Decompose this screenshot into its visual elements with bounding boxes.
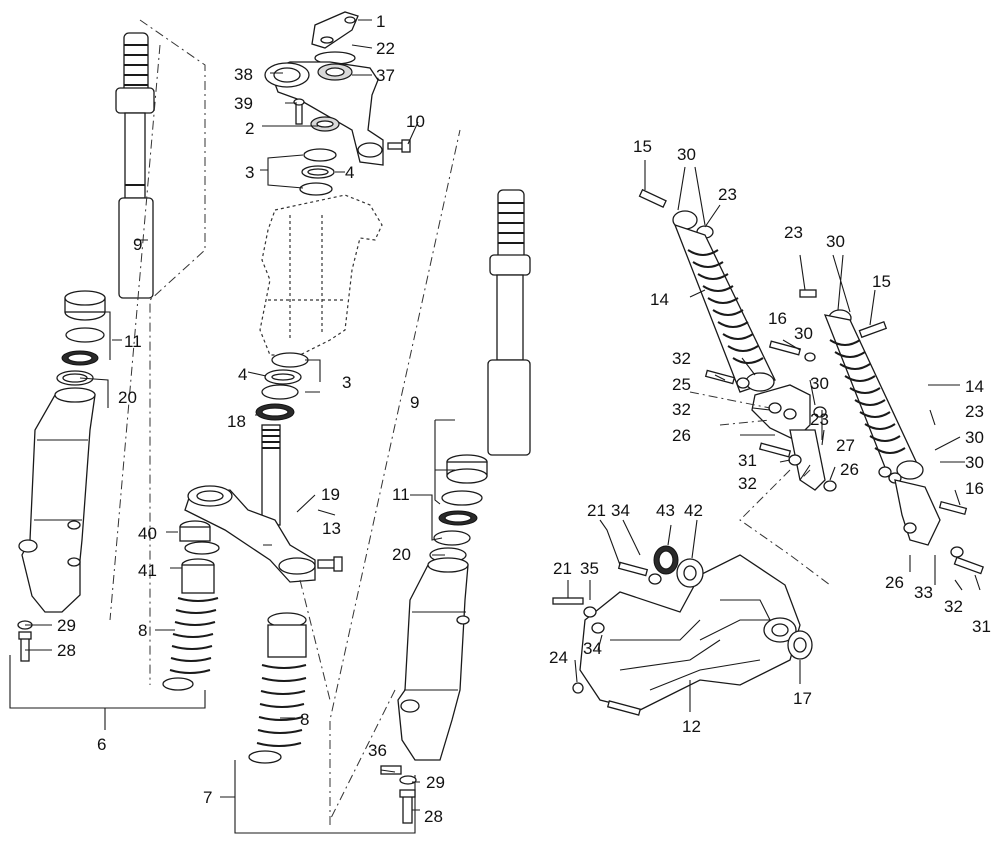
left-shock bbox=[638, 188, 776, 393]
callout-23-right: 23 bbox=[965, 402, 984, 421]
callout-21-a: 21 bbox=[587, 501, 606, 520]
callout-15-left: 15 bbox=[633, 137, 652, 156]
callout-26-b: 26 bbox=[840, 460, 859, 479]
callout-4-upper: 4 bbox=[345, 163, 354, 182]
callout-32-c: 32 bbox=[738, 474, 757, 493]
callout-24: 24 bbox=[549, 648, 568, 667]
callout-11-left: 11 bbox=[124, 332, 142, 351]
callout-33: 33 bbox=[914, 583, 933, 602]
callout-13: 13 bbox=[322, 519, 341, 538]
callout-28-left: 28 bbox=[57, 641, 76, 660]
callout-17: 17 bbox=[793, 689, 812, 708]
callout-15-right: 15 bbox=[872, 272, 891, 291]
callout-14-right: 14 bbox=[965, 377, 984, 396]
callout-29-left: 29 bbox=[57, 616, 76, 635]
callout-9-left: 9 bbox=[133, 235, 142, 254]
callout-22: 22 bbox=[376, 39, 395, 58]
callout-30-top-left: 30 bbox=[677, 145, 696, 164]
callout-30-mid: 30 bbox=[794, 324, 813, 343]
callout-7: 7 bbox=[203, 788, 212, 807]
callout-30-right-a: 30 bbox=[965, 428, 984, 447]
callout-38: 38 bbox=[234, 65, 253, 84]
callout-26-c: 26 bbox=[885, 573, 904, 592]
callout-8-left: 8 bbox=[138, 621, 147, 640]
shock-brackets bbox=[704, 340, 837, 492]
callout-23-top-left: 23 bbox=[718, 185, 737, 204]
lower-triple-clamp bbox=[184, 424, 343, 583]
callout-30-right-b: 30 bbox=[965, 453, 984, 472]
callout-32-a: 32 bbox=[672, 349, 691, 368]
leader-lines bbox=[25, 19, 981, 811]
callout-14-left: 14 bbox=[650, 290, 669, 309]
callout-40: 40 bbox=[138, 524, 157, 543]
callout-32-b: 32 bbox=[672, 400, 691, 419]
bracket-7 bbox=[220, 760, 416, 834]
callout-1: 1 bbox=[376, 12, 385, 31]
callout-18: 18 bbox=[227, 412, 246, 431]
callout-12: 12 bbox=[682, 717, 701, 736]
swingarm bbox=[552, 545, 813, 716]
right-fork-leg bbox=[380, 189, 531, 824]
callout-41: 41 bbox=[138, 561, 157, 580]
callout-19: 19 bbox=[321, 485, 340, 504]
callout-34-a: 34 bbox=[611, 501, 630, 520]
callout-35: 35 bbox=[580, 559, 599, 578]
callout-3-lower: 3 bbox=[342, 373, 351, 392]
lower-bearings bbox=[255, 352, 309, 421]
callout-16-left: 16 bbox=[768, 309, 787, 328]
callout-36: 36 bbox=[368, 741, 387, 760]
left-lower-spring bbox=[162, 520, 220, 691]
callout-9-right: 9 bbox=[410, 393, 419, 412]
callout-21-b: 21 bbox=[553, 559, 572, 578]
callout-32-d: 32 bbox=[944, 597, 963, 616]
callout-31-a: 31 bbox=[738, 451, 757, 470]
callout-20-right: 20 bbox=[392, 545, 411, 564]
callout-6: 6 bbox=[97, 735, 106, 754]
callout-34-b: 34 bbox=[583, 639, 602, 658]
callout-3-upper: 3 bbox=[245, 163, 254, 182]
callout-28-right: 28 bbox=[424, 807, 443, 826]
callout-23-center: 23 bbox=[810, 410, 829, 429]
top-yoke bbox=[264, 11, 411, 196]
bracket-6 bbox=[9, 655, 206, 730]
callout-31-b: 31 bbox=[972, 617, 991, 636]
right-lower-spring bbox=[248, 612, 307, 764]
callout-26-a: 26 bbox=[672, 426, 691, 445]
callout-25: 25 bbox=[672, 375, 691, 394]
callout-labels: 1 22 38 37 39 2 10 3 4 9 11 20 4 3 18 19… bbox=[57, 12, 991, 826]
right-shock bbox=[799, 289, 985, 575]
callout-23-top-right: 23 bbox=[784, 223, 803, 242]
callout-16-right: 16 bbox=[965, 479, 984, 498]
callout-10: 10 bbox=[406, 112, 425, 131]
callout-42: 42 bbox=[684, 501, 703, 520]
callout-27: 27 bbox=[836, 436, 855, 455]
callout-30-top-right: 30 bbox=[826, 232, 845, 251]
callout-43: 43 bbox=[656, 501, 675, 520]
callout-39: 39 bbox=[234, 94, 253, 113]
callout-29-right: 29 bbox=[426, 773, 445, 792]
callout-2: 2 bbox=[245, 119, 254, 138]
steering-head-outline bbox=[259, 194, 383, 356]
callout-4-lower: 4 bbox=[238, 365, 247, 384]
callout-11-right: 11 bbox=[392, 485, 410, 504]
callout-20-left: 20 bbox=[118, 388, 137, 407]
callout-8-right: 8 bbox=[300, 710, 309, 729]
callout-30-center: 30 bbox=[810, 374, 829, 393]
callout-37: 37 bbox=[376, 66, 395, 85]
